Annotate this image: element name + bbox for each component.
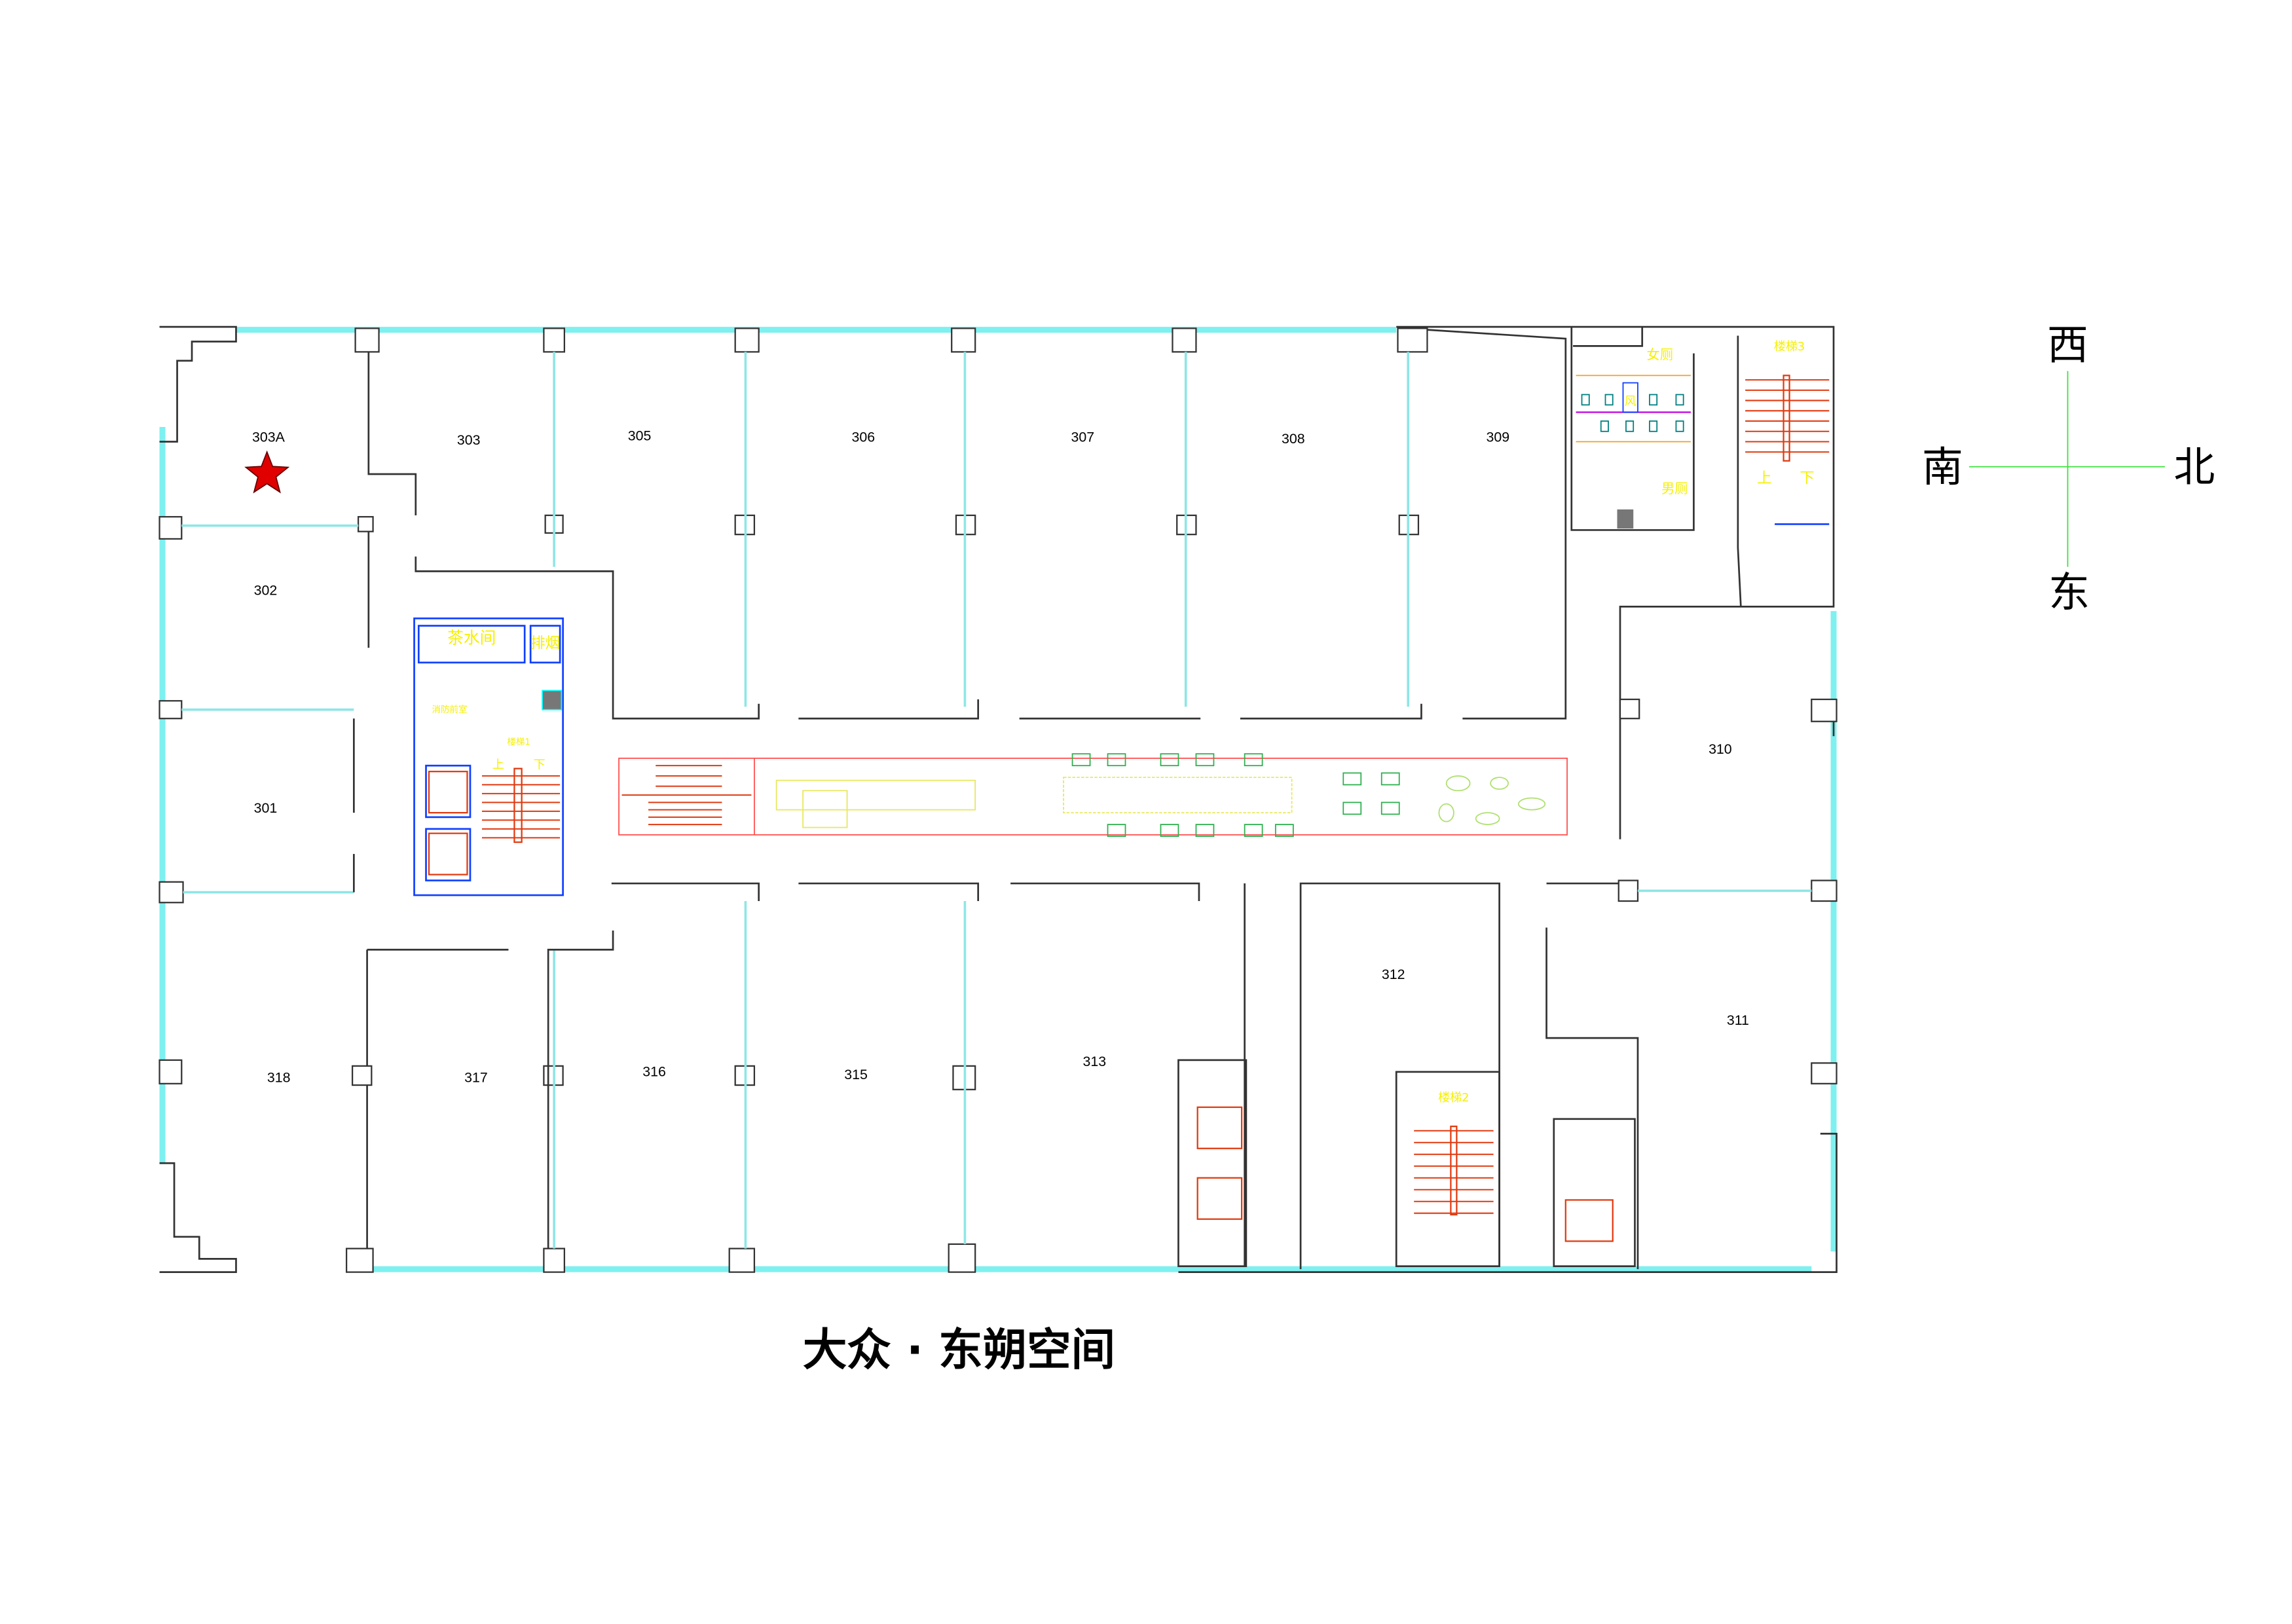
compass-north: 北 [2173, 443, 2215, 491]
compass-south: 南 [1922, 443, 1963, 491]
room-label-303: 303 [457, 432, 481, 448]
room-label-317: 317 [464, 1070, 488, 1086]
room-label-306: 306 [851, 430, 875, 445]
room-label-310: 310 [1709, 741, 1732, 757]
structural-columns [158, 327, 1838, 1273]
label-womens-toilet: 女厕 [1646, 347, 1673, 363]
elevators-stair2: 楼梯2 [1196, 1091, 1614, 1242]
interior-walls [181, 327, 1812, 1270]
compass-west: 西 [2047, 322, 2088, 369]
label-smoke-exhaust: 排烟 [530, 635, 560, 652]
room-label-313: 313 [1082, 1054, 1106, 1069]
label-stair1: 楼梯1 [507, 737, 530, 748]
room-label-311: 311 [1727, 1012, 1749, 1028]
location-star-icon [244, 450, 290, 494]
room-label-316: 316 [642, 1064, 666, 1080]
central-atrium [618, 753, 1568, 837]
room-label-301: 301 [254, 800, 278, 816]
room-label-309: 309 [1487, 430, 1510, 445]
label-fire-lobby: 消防前室 [432, 704, 468, 715]
toilets-stair3: 女厕 风 男厕 楼梯3 上 下 [1576, 340, 1830, 529]
room-label-303A: 303A [252, 430, 286, 445]
compass: 西 南 北 东 [1922, 322, 2215, 617]
label-stair2: 楼梯2 [1438, 1091, 1469, 1105]
exterior-facade [159, 325, 1838, 1273]
label-stair3: 楼梯3 [1774, 340, 1805, 354]
label-up: 上 [492, 758, 504, 772]
room-label-307: 307 [1071, 430, 1095, 445]
room-label-305: 305 [628, 428, 652, 443]
tea-room-stair1-core: 茶水间 排烟 消防前室 楼梯1 上 下 [413, 617, 564, 896]
room-label-315: 315 [844, 1067, 868, 1082]
room-labels: 303A 303 305 306 307 308 309 302 301 310… [252, 428, 1749, 1085]
label-wind: 风 [1625, 394, 1636, 408]
room-label-318: 318 [267, 1070, 291, 1086]
room-label-308: 308 [1282, 431, 1305, 447]
room-label-302: 302 [254, 582, 278, 598]
compass-east: 东 [2048, 568, 2090, 616]
label-stair3-down: 下 [1800, 470, 1814, 487]
label-tea-room: 茶水间 [447, 629, 496, 648]
label-stair3-up: 上 [1757, 470, 1771, 487]
plan-title: 大众 · 东朔空间 [803, 1323, 1115, 1375]
label-mens-toilet: 男厕 [1661, 481, 1688, 496]
label-down: 下 [534, 758, 545, 772]
room-label-312: 312 [1382, 967, 1405, 982]
